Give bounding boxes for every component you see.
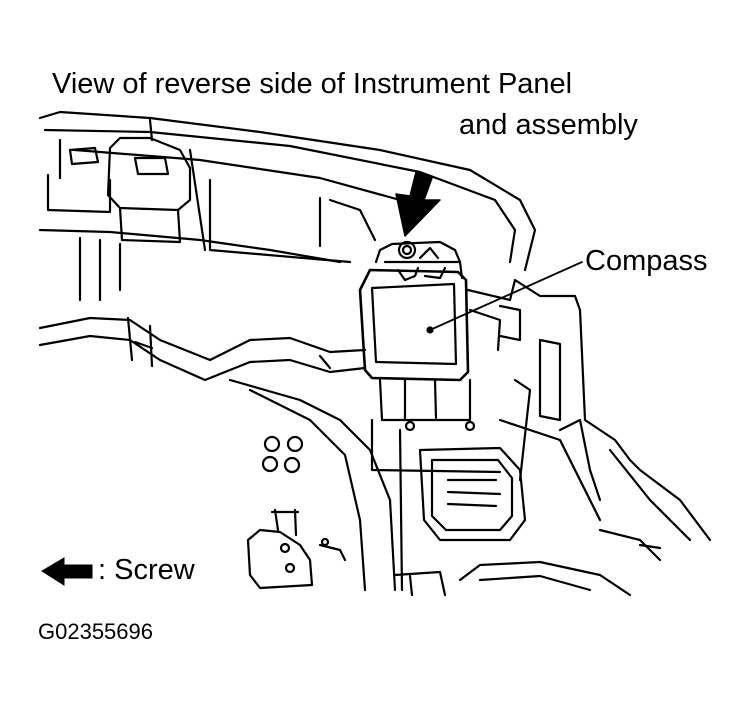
lower-right-parts	[393, 528, 662, 597]
mounting-bracket	[106, 118, 192, 244]
dashboard-upper-panel	[38, 110, 537, 302]
figure-id: G02355696	[38, 619, 153, 644]
screw-arrow-icon	[395, 171, 441, 237]
lower-left-bracket	[246, 508, 347, 590]
compass-callout-label: Compass	[585, 245, 708, 277]
compass-module	[358, 240, 583, 382]
diagram-title-line-1: View of reverse side of Instrument Panel	[52, 68, 573, 100]
panel-holes	[261, 435, 304, 474]
arrow-left-icon	[41, 557, 93, 586]
right-side-bracket	[466, 278, 712, 542]
legend-screw-label: : Screw	[98, 554, 195, 586]
diagram-title-line-2: and assembly	[459, 109, 638, 141]
wiring-harness	[38, 316, 367, 382]
air-vent	[418, 446, 527, 542]
lower-housing	[228, 378, 602, 592]
